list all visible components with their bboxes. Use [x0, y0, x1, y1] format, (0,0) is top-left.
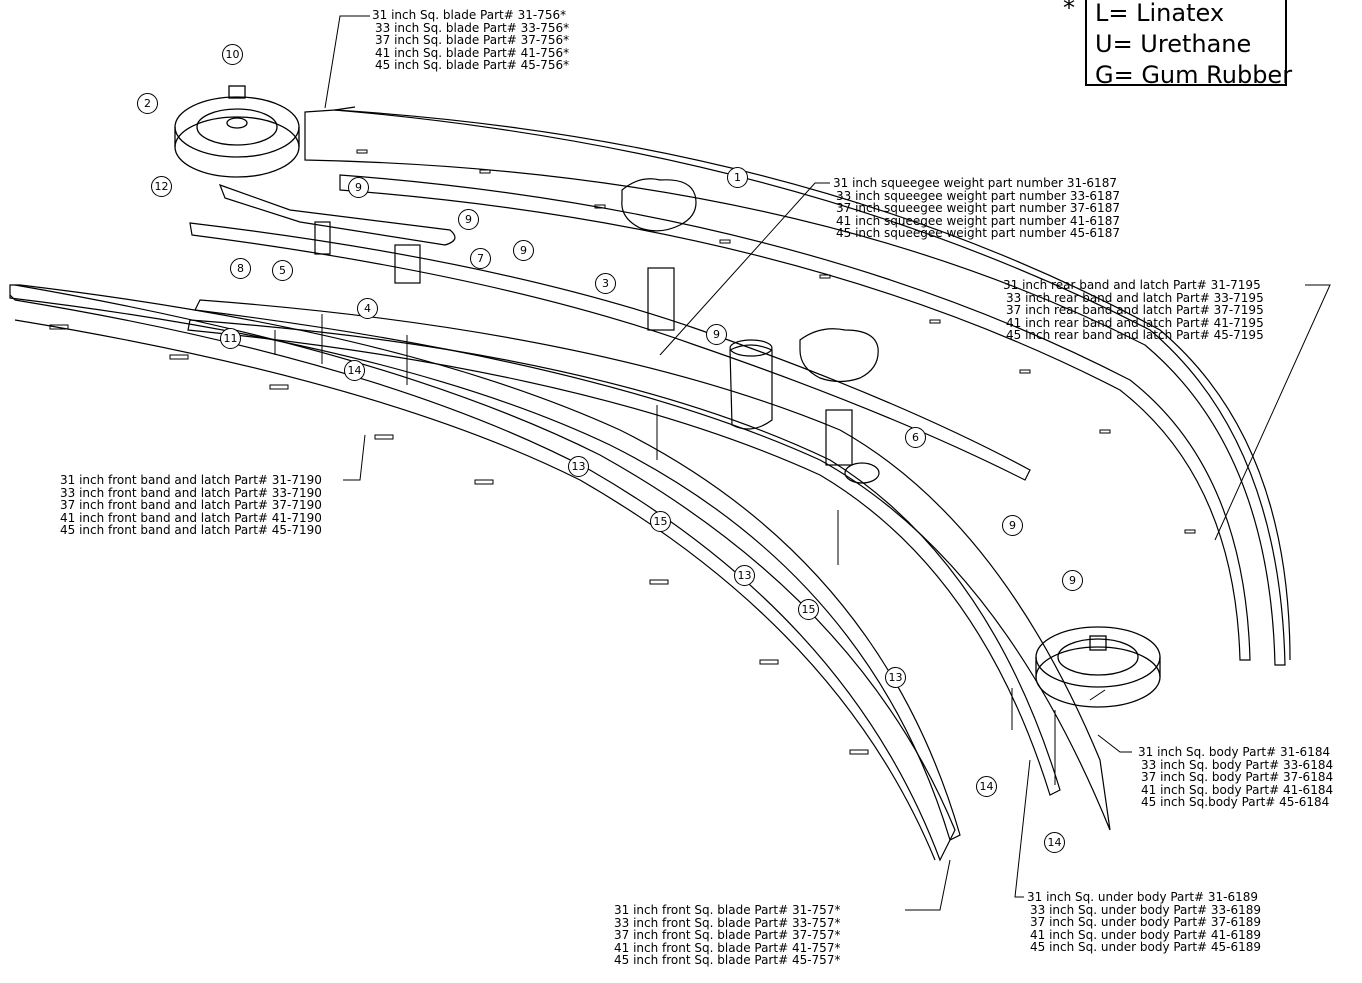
knob-2 — [799, 328, 879, 383]
item-balloon-3: 3 — [595, 273, 616, 294]
item-balloon-9: 9 — [1002, 515, 1023, 536]
spacer-3 — [647, 267, 675, 331]
item-balloon-13: 13 — [734, 565, 755, 586]
legend-item: L= Linatex — [1095, 0, 1225, 27]
legend-item: U= Urethane — [1095, 30, 1252, 58]
item-balloon-12: 12 — [151, 176, 172, 197]
front-blade-callout: 31 inch front Sq. blade Part# 31-757*33 … — [614, 903, 841, 968]
item-balloon-14: 14 — [344, 360, 365, 381]
body-shape — [194, 299, 1111, 831]
item-balloon-8: 8 — [230, 258, 251, 279]
front-band-shape — [9, 284, 961, 841]
knob-1 — [621, 178, 697, 232]
material-legend: L= Linatex U= Urethane G= Gum Rubber — [1085, 0, 1292, 89]
item-balloon-10: 10 — [222, 44, 243, 65]
item-balloon-9: 9 — [458, 209, 479, 230]
weight-bar-shape — [189, 222, 1031, 481]
legend-item: G= Gum Rubber — [1095, 61, 1293, 89]
spacer-5 — [314, 221, 331, 255]
tube — [729, 344, 773, 430]
item-balloon-4: 4 — [357, 298, 378, 319]
item-balloon-9: 9 — [706, 324, 727, 345]
item-balloon-13: 13 — [885, 667, 906, 688]
item-balloon-14: 14 — [1044, 832, 1065, 853]
item-balloon-11: 11 — [220, 328, 241, 349]
item-balloon-15: 15 — [650, 511, 671, 532]
legend-marker: * — [1063, 0, 1075, 22]
item-balloon-5: 5 — [272, 260, 293, 281]
right-wheel — [1035, 626, 1161, 708]
item-balloon-9: 9 — [1062, 570, 1083, 591]
rear-blade-shape — [304, 109, 1286, 666]
rear-band-shape — [339, 174, 1251, 661]
spacer-4 — [394, 244, 421, 284]
item-balloon-13: 13 — [568, 456, 589, 477]
item-balloon-6: 6 — [905, 427, 926, 448]
spacer-knob2 — [825, 409, 853, 466]
front-band-callout: 31 inch front band and latch Part# 31-71… — [60, 473, 322, 538]
sq-blade-callout: 31 inch Sq. blade Part# 31-756*33 inch S… — [372, 8, 570, 73]
item-balloon-15: 15 — [798, 599, 819, 620]
latch-arm — [218, 183, 456, 246]
item-balloon-9: 9 — [513, 240, 534, 261]
item-balloon-1: 1 — [727, 167, 748, 188]
item-balloon-14: 14 — [976, 776, 997, 797]
rear-band-callout: 31 inch rear band and latch Part# 31-719… — [1003, 278, 1264, 343]
item-balloon-9: 9 — [348, 177, 369, 198]
under-body-shape — [187, 319, 1061, 796]
item-balloon-7: 7 — [470, 248, 491, 269]
weight-callout: 31 inch squeegee weight part number 31-6… — [833, 176, 1120, 241]
item-balloon-2: 2 — [137, 93, 158, 114]
left-wheel — [174, 85, 300, 178]
front-blade-shape — [9, 284, 956, 862]
emblem — [844, 462, 880, 484]
